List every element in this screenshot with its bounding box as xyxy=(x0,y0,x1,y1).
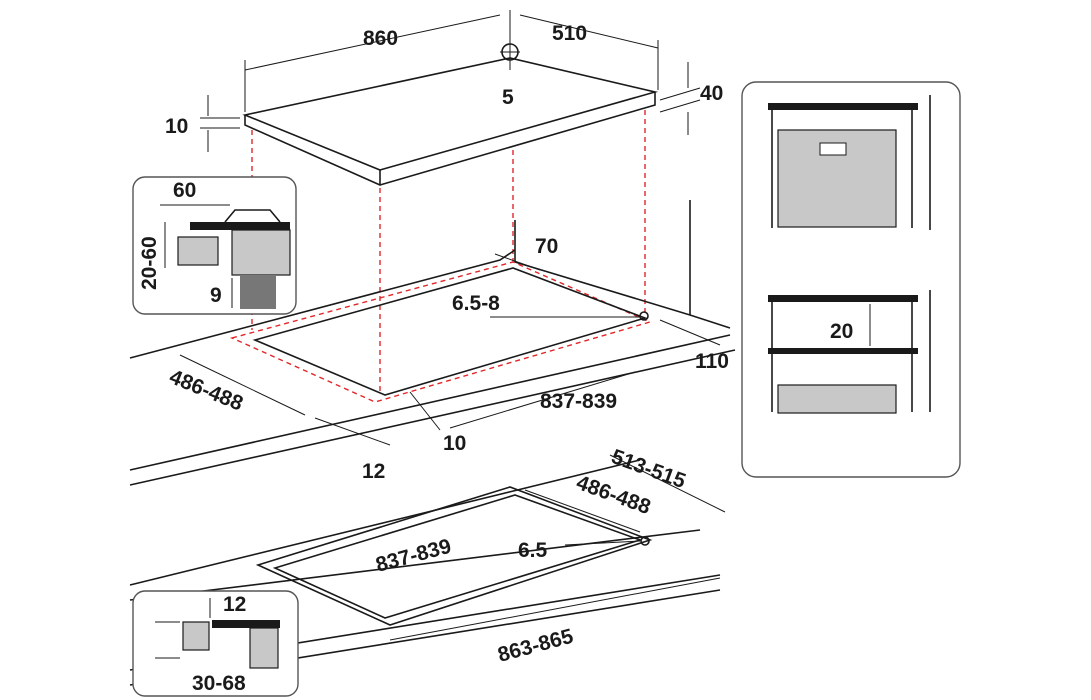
label-inset-20-60: 20-60 xyxy=(138,236,161,290)
label-flush-radius: 6.5 xyxy=(518,539,548,562)
inset-mount-detail xyxy=(132,176,297,315)
label-min-side: 110 xyxy=(695,350,729,373)
label-cutout-width: 837-839 xyxy=(540,390,617,413)
label-bottom-30-68: 30-68 xyxy=(192,672,246,695)
label-front-10: 10 xyxy=(443,432,466,455)
label-corner-radius: 6.5-8 xyxy=(452,292,500,315)
hob-drawing xyxy=(200,10,701,186)
label-flush-inner-width: 837-839 xyxy=(373,535,453,577)
label-front-12: 12 xyxy=(362,460,385,483)
worktop-cutout xyxy=(129,200,736,486)
label-side-gap-20: 20 xyxy=(830,320,853,343)
label-cutout-depth: 486-488 xyxy=(166,365,246,415)
label-hob-depth: 510 xyxy=(552,22,587,45)
label-min-rear: 70 xyxy=(535,235,558,258)
oven-clearance-detail xyxy=(741,81,961,478)
label-hob-glass: 10 xyxy=(165,115,188,138)
flush-mount-detail xyxy=(132,590,299,697)
label-flush-outer-width: 863-865 xyxy=(495,625,576,667)
label-bottom-12: 12 xyxy=(223,593,246,616)
label-hob-height: 40 xyxy=(700,82,723,105)
label-hob-corner: 5 xyxy=(502,86,514,109)
label-hob-width: 860 xyxy=(363,27,398,50)
label-inset-9: 9 xyxy=(210,284,222,307)
label-inset-60: 60 xyxy=(173,179,196,202)
